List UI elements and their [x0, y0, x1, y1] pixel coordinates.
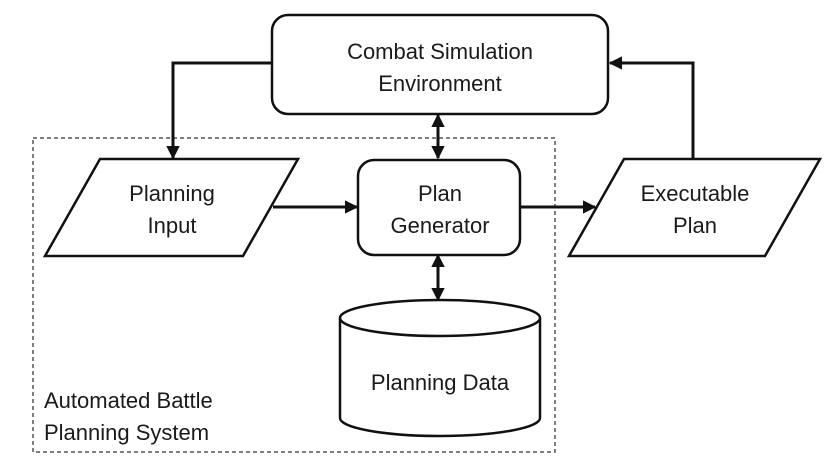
node-planning-data: Planning Data — [338, 298, 542, 438]
executable-plan-label-line1: Executable — [641, 181, 750, 206]
edge-executable-plan-to-sim — [608, 56, 695, 158]
planning-input-label-line1: Planning — [129, 181, 215, 206]
combat-sim-label-line2: Environment — [378, 71, 502, 96]
planning-data-label: Planning Data — [371, 370, 510, 395]
plan-generator-label-line2: Generator — [390, 213, 489, 238]
system-boundary — [32, 137, 556, 453]
boundary-label-line2: Planning System — [44, 420, 209, 445]
node-executable-plan: Executable Plan — [566, 157, 823, 258]
executable-plan-label-line2: Plan — [673, 213, 717, 238]
node-combat-simulation-environment: Combat Simulation Environment — [270, 13, 610, 116]
plan-generator-label-line1: Plan — [418, 181, 462, 206]
edge-sim-to-planning-input — [166, 61, 272, 160]
node-planning-input: Planning Input — [42, 157, 301, 258]
boundary-label-line1: Automated Battle — [44, 388, 213, 413]
node-plan-generator: Plan Generator — [356, 158, 522, 257]
planning-input-label-line2: Input — [148, 213, 197, 238]
combat-sim-label-line1: Combat Simulation — [347, 39, 533, 64]
